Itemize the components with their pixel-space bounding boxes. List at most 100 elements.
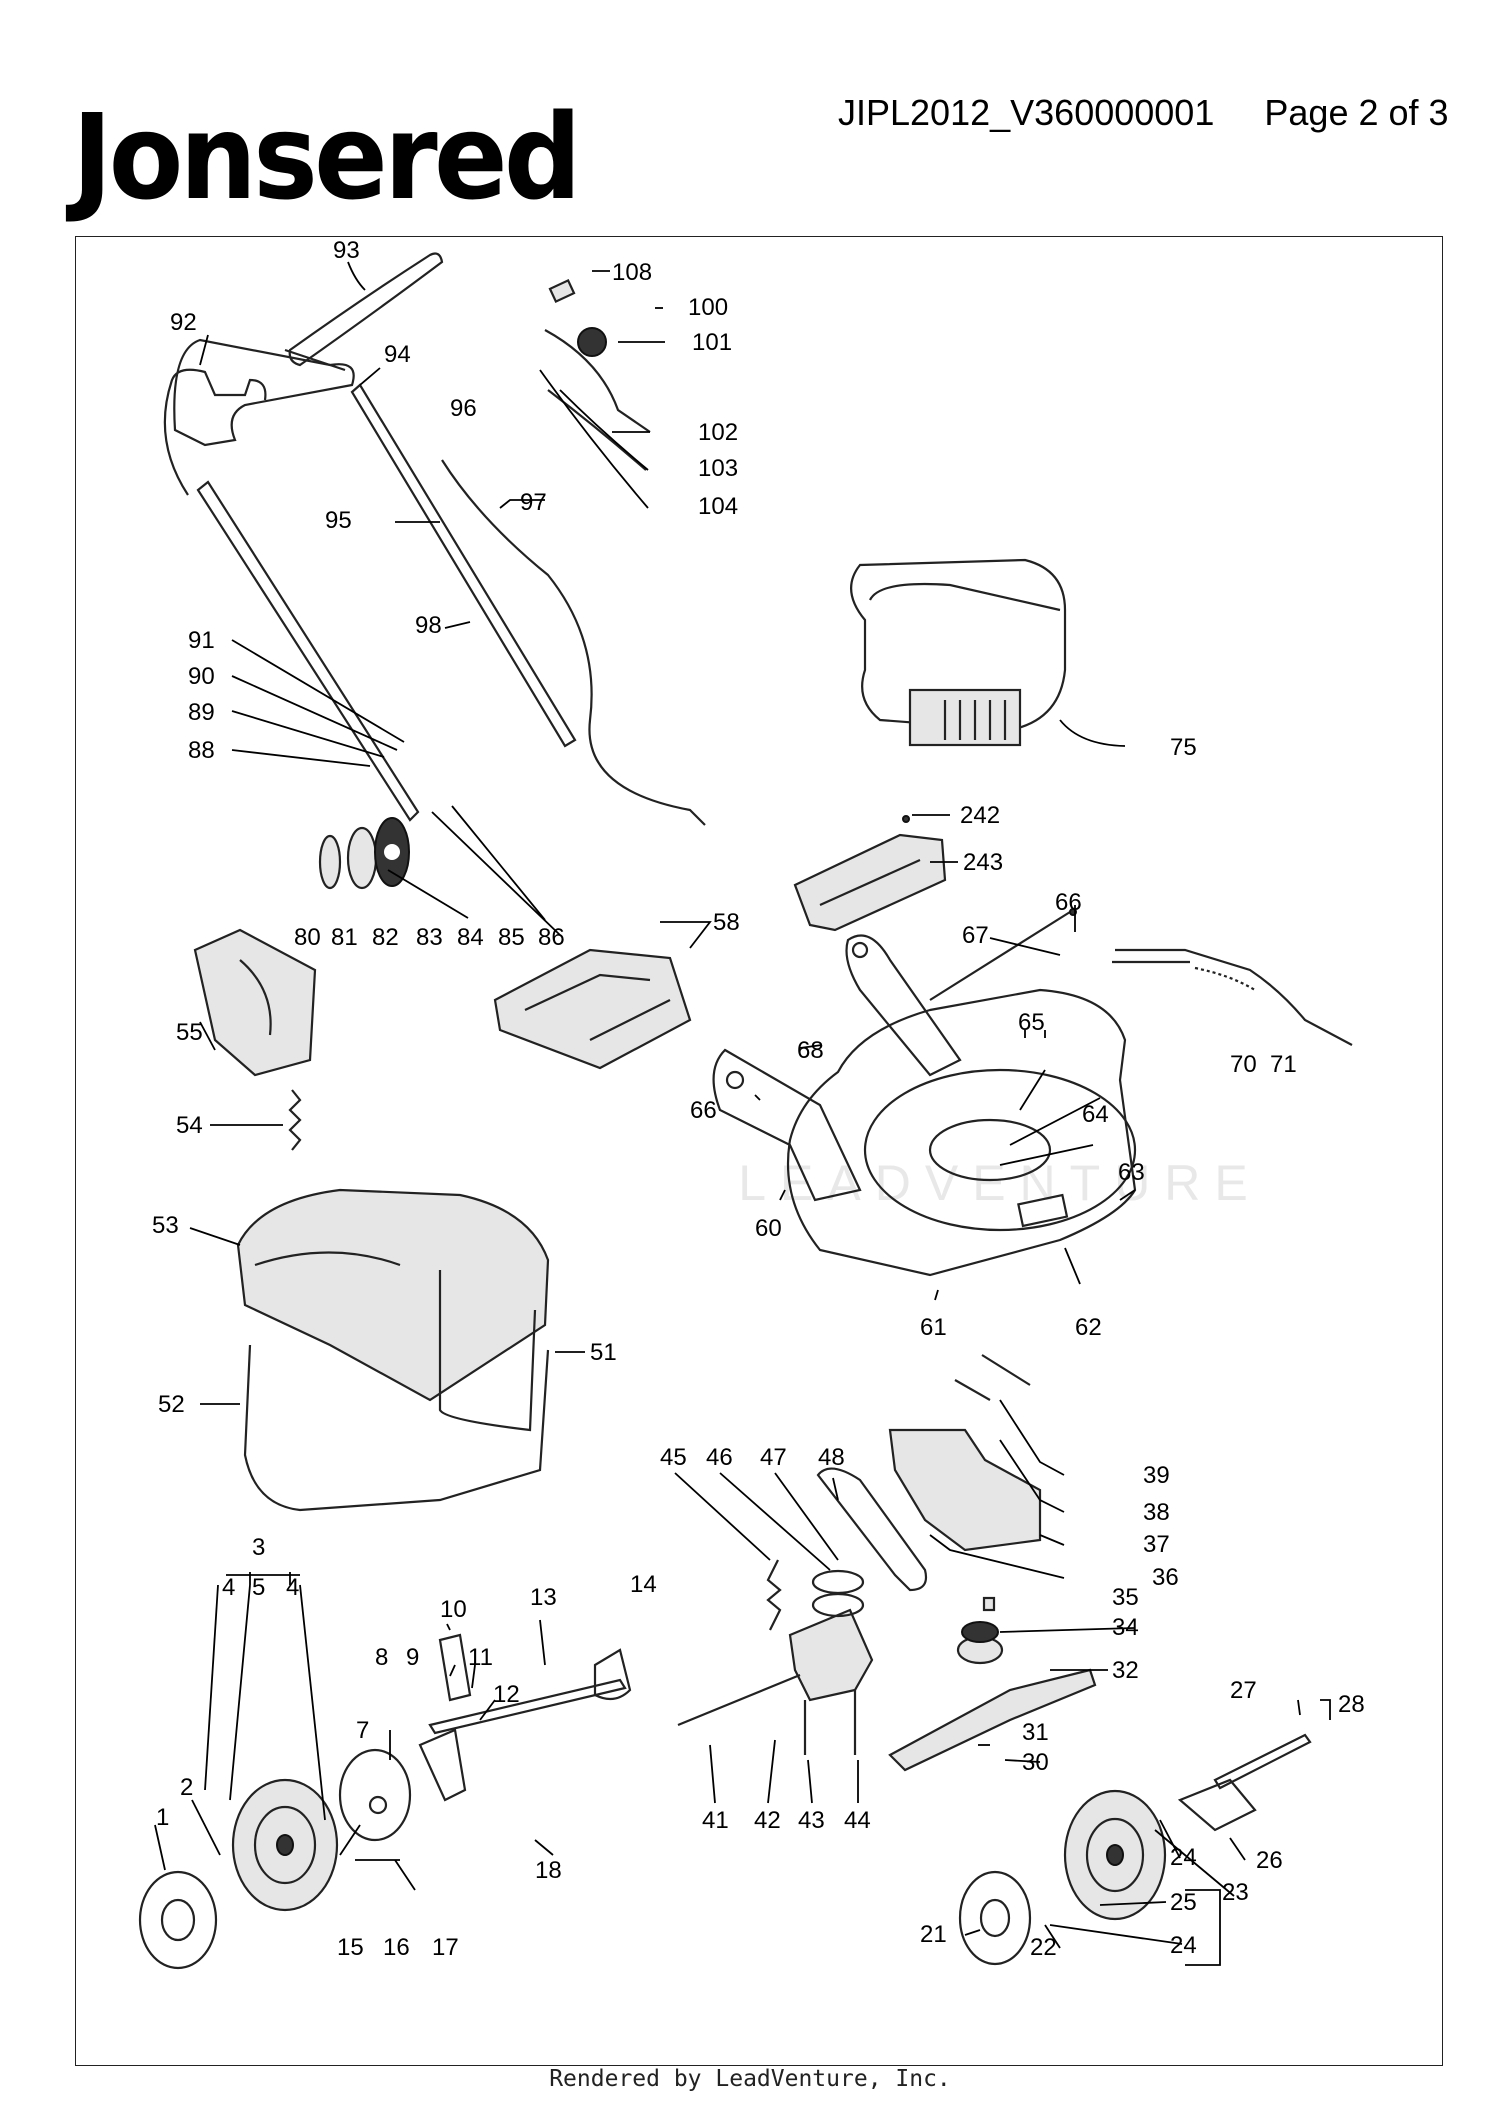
callout-62: 62 [1075, 1314, 1102, 1341]
callout-66b: 66 [690, 1097, 717, 1124]
callout-26: 26 [1256, 1847, 1283, 1874]
blade-adapter-34 [956, 1596, 1004, 1665]
throttle-assembly [544, 278, 651, 471]
callout-75: 75 [1170, 734, 1197, 761]
callout-8: 8 [375, 1644, 388, 1671]
callout-94: 94 [384, 341, 411, 368]
leader-lines [154, 261, 1331, 1966]
callout-45: 45 [660, 1444, 687, 1471]
callout-63: 63 [1118, 1159, 1145, 1186]
upper-handle-bar [173, 338, 355, 447]
callout-53: 53 [152, 1212, 179, 1239]
callout-37: 37 [1143, 1531, 1170, 1558]
callout-41: 41 [702, 1807, 729, 1834]
callout-9: 9 [406, 1644, 419, 1671]
callout-66a: 66 [1055, 889, 1082, 916]
callout-31: 31 [1022, 1719, 1049, 1746]
callout-21: 21 [920, 1921, 947, 1948]
blade-32 [888, 1668, 1097, 1772]
callout-7: 7 [356, 1717, 369, 1744]
right-wheel-25 [1063, 1789, 1167, 1921]
callout-86: 86 [538, 924, 565, 951]
callout-71: 71 [1270, 1051, 1297, 1078]
callout-32: 32 [1112, 1657, 1139, 1684]
callout-58: 58 [713, 909, 740, 936]
callout-4b: 4 [286, 1574, 299, 1601]
drive-belt-guard [888, 1354, 1042, 1552]
front-height-bracket [418, 1633, 472, 1802]
callout-84: 84 [457, 924, 484, 951]
callout-12: 12 [493, 1681, 520, 1708]
callout-95: 95 [325, 507, 352, 534]
side-discharge-cover-55 [193, 928, 317, 1077]
callout-23: 23 [1222, 1879, 1249, 1906]
callout-43: 43 [798, 1807, 825, 1834]
callout-10: 10 [440, 1596, 467, 1623]
document-id: JIPL2012_V360000001 [838, 92, 1215, 133]
callout-48: 48 [818, 1444, 845, 1471]
callout-80: 80 [294, 924, 321, 951]
callout-96: 96 [450, 395, 477, 422]
callout-55: 55 [176, 1019, 203, 1046]
callout-28: 28 [1338, 1691, 1365, 1718]
front-wheel-axle-13 [428, 1648, 632, 1735]
callout-64: 64 [1082, 1101, 1109, 1128]
handle-knob-set [318, 817, 410, 890]
watermark: LEADVENTURE [738, 1155, 1262, 1211]
callout-101: 101 [692, 329, 732, 356]
callout-24b: 24 [1170, 1932, 1197, 1959]
callout-24a: 24 [1170, 1844, 1197, 1871]
callout-102: 102 [698, 419, 738, 446]
callout-88: 88 [188, 737, 215, 764]
callout-60: 60 [755, 1215, 782, 1242]
rear-flap-58 [493, 948, 692, 1070]
brand-logo: Jonsered [72, 88, 582, 226]
callout-68: 68 [797, 1037, 824, 1064]
callout-67: 67 [962, 922, 989, 949]
callout-34: 34 [1112, 1614, 1139, 1641]
callout-61: 61 [920, 1314, 947, 1341]
height-lever-plate [845, 934, 962, 1077]
mulch-plug-243 [793, 815, 947, 932]
page-indicator: Page 2 of 3 [1264, 92, 1449, 133]
callout-22: 22 [1030, 1934, 1057, 1961]
callout-54: 54 [176, 1112, 203, 1139]
callout-46: 46 [706, 1444, 733, 1471]
callout-85: 85 [498, 924, 525, 951]
callout-82: 82 [372, 924, 399, 951]
callout-38: 38 [1143, 1499, 1170, 1526]
callout-51: 51 [590, 1339, 617, 1366]
callout-243: 243 [963, 849, 1003, 876]
callout-242: 242 [960, 802, 1000, 829]
callout-1: 1 [156, 1804, 169, 1831]
callout-25: 25 [1170, 1889, 1197, 1916]
engine-75 [850, 558, 1067, 747]
rear-axle-27 [1177, 1733, 1312, 1832]
callout-104: 104 [698, 493, 738, 520]
callout-103: 103 [698, 455, 738, 482]
callout-14: 14 [630, 1571, 657, 1598]
callout-65: 65 [1018, 1009, 1045, 1036]
rear-axle-bracket [712, 1048, 862, 1202]
bail-lever-92 [163, 368, 267, 496]
right-hubcap-21 [958, 1870, 1032, 1966]
callout-36: 36 [1152, 1564, 1179, 1591]
gear-disc-7 [338, 1748, 412, 1842]
callout-17: 17 [432, 1934, 459, 1961]
left-wheel-5 [231, 1778, 339, 1912]
callout-81: 81 [331, 924, 358, 951]
document-header: JIPL2012_V360000001 Page 2 of 3 [838, 92, 1449, 134]
control-cable-97 [441, 459, 706, 826]
callout-108: 108 [612, 259, 652, 286]
callout-91: 91 [188, 627, 215, 654]
callout-35: 35 [1112, 1584, 1139, 1611]
callout-44: 44 [844, 1807, 871, 1834]
left-hubcap-1 [138, 1870, 218, 1970]
callout-92: 92 [170, 309, 197, 336]
callout-97: 97 [520, 489, 547, 516]
callout-3: 3 [252, 1534, 265, 1561]
lower-handle-95 [196, 383, 577, 822]
callout-39: 39 [1143, 1462, 1170, 1489]
grass-catcher [236, 1188, 550, 1512]
